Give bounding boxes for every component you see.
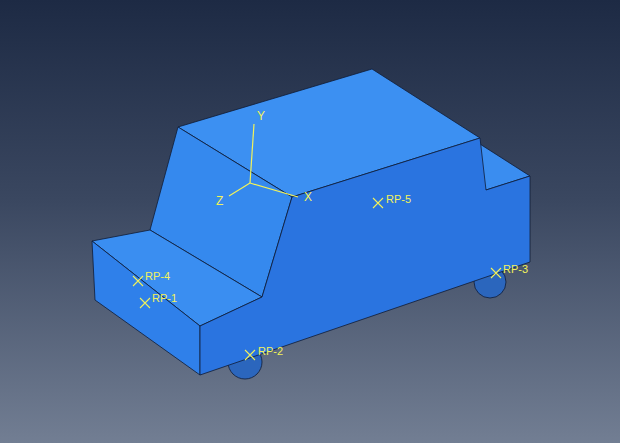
front-face <box>92 241 200 375</box>
reference-point-label: RP-2 <box>258 345 283 357</box>
axis-label: Z <box>216 195 223 208</box>
axis-triad <box>229 124 298 197</box>
reference-point-label: RP-1 <box>152 292 177 304</box>
reference-points <box>133 198 501 360</box>
axis-label: Y <box>257 110 265 123</box>
reference-point-label: RP-4 <box>145 270 170 282</box>
reference-point-label: RP-5 <box>386 193 411 205</box>
axis-label: X <box>304 191 312 204</box>
side-face <box>200 138 530 375</box>
reference-point-label: RP-3 <box>503 263 528 275</box>
